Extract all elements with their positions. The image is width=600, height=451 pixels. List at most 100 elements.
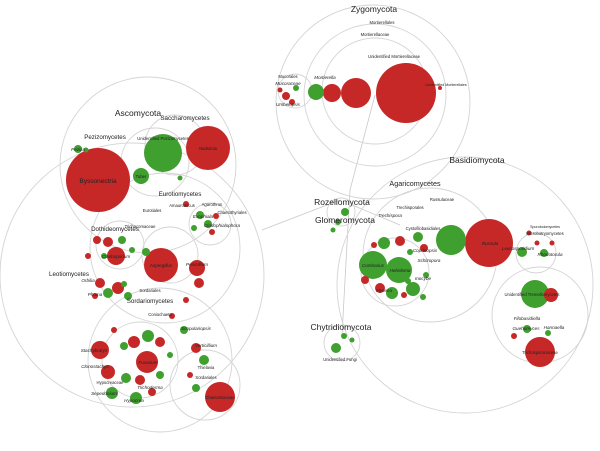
- label-byssonectria: Byssonectria: [79, 178, 117, 185]
- label-cladophialophora: Cladophialophora: [204, 223, 240, 228]
- bubble-agar-h: [423, 272, 429, 278]
- bubble-cladosporium: [107, 247, 125, 265]
- bubble-chaeto-b: [209, 229, 215, 235]
- bubble-leotio-c: [92, 293, 98, 299]
- bubble-pezizomycetes: [144, 134, 182, 172]
- bubble-sord-a: [183, 297, 189, 303]
- bubble-agar-a: [420, 244, 428, 252]
- bubble-dothi-c: [93, 236, 101, 244]
- bubble-cortinarius: [359, 251, 387, 279]
- bubble-peziza-a: [74, 145, 82, 153]
- bubble-zygo-tiny: [438, 86, 442, 90]
- label-ascomycota: Ascomycota: [115, 108, 162, 118]
- bubble-sord-c: [187, 372, 193, 378]
- label-leucosporidium: Leucosporidium: [502, 246, 535, 251]
- label-unidentified-tremellomycetes: Unidentified Tremellomycetes: [505, 292, 560, 297]
- bubble-chaetomiaceae: [205, 382, 235, 412]
- bubble-mycena: [375, 283, 385, 293]
- bubble-hyp-g: [120, 342, 128, 350]
- label-sepedonium: Sepedonium: [91, 391, 117, 396]
- bubble-penicillium-b: [194, 278, 204, 288]
- label-unidentified-zygomycota: Unidentified Mortierellales: [425, 83, 467, 87]
- bubble-sord-b: [192, 384, 200, 392]
- label-phoma: Phoma: [88, 292, 103, 297]
- bubble-scopulariopsis: [180, 326, 188, 334]
- ring-dothideomycetes: [95, 220, 145, 270]
- bubble-hannaella: [545, 330, 551, 336]
- ring-eurotio-area: [89, 172, 241, 324]
- bubble-mortierella-small: [323, 84, 341, 102]
- bubble-byssonectria: [66, 148, 130, 212]
- label-chaetomiaceae: Chaetomiaceae: [205, 395, 235, 400]
- bubble-exophiala: [196, 211, 204, 219]
- bubble-mortierella-green: [308, 84, 324, 100]
- label-orbilia: Orbilia: [81, 278, 95, 283]
- bubble-penicillium: [189, 260, 205, 276]
- label-schizopora: Schizopora: [418, 258, 441, 263]
- label-zygomycota: Zygomycota: [351, 4, 398, 14]
- bubble-hyp-e: [135, 375, 145, 385]
- ring-chaetothyriales: [188, 202, 232, 246]
- label-trechisporales: Trechisporales: [396, 205, 423, 210]
- bubble-leotio-b: [124, 292, 132, 300]
- bubble-mortierella-red: [341, 78, 371, 108]
- bubble-guehomyces: [511, 333, 517, 339]
- label-mortierellaceae: Mortierellaceae: [361, 32, 390, 37]
- label-russulaceae: Russulaceae: [430, 197, 455, 202]
- bubble-russulaceae: [436, 225, 466, 255]
- bubble-dothi-a: [103, 237, 113, 247]
- label-fusarium: Fusarium: [138, 360, 157, 365]
- label-peziza: Peziza: [71, 147, 85, 152]
- ring-basidiomycota: [336, 156, 594, 414]
- bubble-cladophialophora: [204, 220, 212, 228]
- label-hypocreaceae: Hypocreaceae: [96, 380, 124, 385]
- label-russula: Russula: [482, 241, 499, 246]
- label-coniochaeta: Coniochaeta: [148, 312, 172, 317]
- bubble-trichosporonaceae: [525, 337, 555, 367]
- bubble-chytrid-c: [349, 337, 355, 343]
- label-scopulariopsis: Scopulariopsis: [181, 326, 212, 331]
- bubble-agar-b: [407, 249, 413, 255]
- ring-sordariomycetes: [87, 287, 233, 433]
- bubble-coniochaeta: [169, 313, 175, 319]
- label-hypocrea: Hypocrea: [124, 398, 144, 403]
- label-eurotiomycetes: Eurotiomycetes: [159, 191, 202, 198]
- label-trichosporonaceae: Trichosporonaceae: [522, 350, 558, 355]
- taxon-bubbles: [66, 63, 558, 412]
- label-thielavia: Thielavia: [198, 365, 215, 370]
- bubble-tremello-a: [544, 288, 558, 302]
- ring-ascomycota: [0, 142, 265, 408]
- bubble-agar-g: [371, 242, 377, 248]
- ring-rozellomycota: [326, 197, 356, 227]
- label-penicillium: Penicillium: [186, 262, 208, 267]
- label-exophiala: Exophiala: [193, 214, 214, 219]
- bubble-chaeto-c: [191, 225, 197, 231]
- label-eurotiales: Eurotiales: [143, 208, 162, 213]
- label-nadsonia: Nadsonia: [199, 146, 217, 151]
- bubble-thielavia: [199, 355, 209, 365]
- label-umbelopsis: Umbelopsis: [276, 102, 301, 107]
- link-roz-chytrid: [341, 189, 351, 336]
- bubble-chytrid-a: [331, 343, 341, 353]
- label-cladosporium: Cladosporium: [102, 254, 131, 259]
- bubble-clonostachys: [101, 365, 115, 379]
- bubble-unidentified-mortierellaceae: [376, 63, 436, 123]
- bubble-aspergillus: [144, 248, 178, 282]
- bubble-dothi-d: [129, 247, 135, 253]
- bubble-dothi-e: [101, 253, 107, 259]
- label-sordariales: Sordariales: [195, 375, 216, 380]
- ring-microbotryomycetes: [515, 232, 557, 274]
- label-sordariales-dot: Sordariales: [139, 288, 160, 293]
- bubble-verticillium: [191, 343, 201, 353]
- label-mortierella: Mortierella: [314, 75, 336, 80]
- label-chaetothyriales: Chaetothyriales: [217, 210, 246, 215]
- bubble-trichocomaceae: [142, 248, 150, 256]
- bubble-micro-a: [534, 240, 540, 246]
- label-rozellomycota: Rozellomycota: [314, 197, 370, 207]
- label-basidiomycota: Basidiomycota: [449, 155, 505, 165]
- bubble-agar-c: [401, 292, 407, 298]
- bubble-glomero-b: [330, 227, 336, 233]
- bubble-hyp-f: [156, 371, 164, 379]
